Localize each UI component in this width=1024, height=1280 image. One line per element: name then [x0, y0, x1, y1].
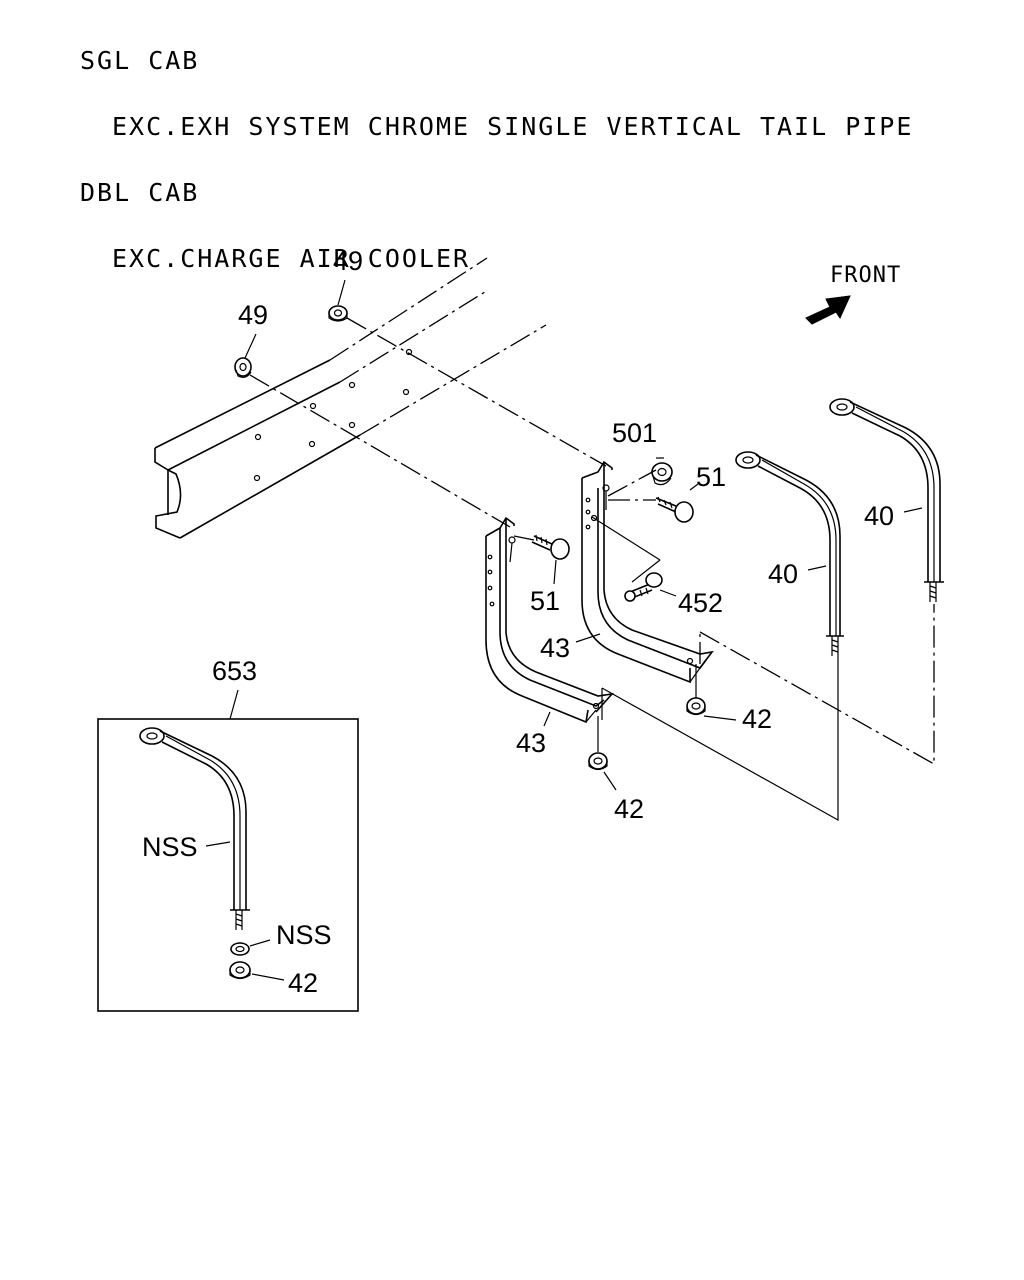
- inset-callout-42: 42: [288, 968, 318, 998]
- callout-42-lower: 42: [614, 794, 644, 824]
- nut-49-left: [234, 357, 252, 378]
- note-sgl-cab: SGL CAB: [80, 46, 200, 75]
- inset-callout-nss-2: NSS: [276, 920, 332, 950]
- bracket-43-upper: [581, 460, 714, 684]
- callout-43-lower: 43: [516, 728, 546, 758]
- nut-42-lower: [588, 752, 608, 771]
- inset-callout-nss-1: NSS: [142, 832, 198, 862]
- header-notes: SGL CAB EXC.EXH SYSTEM CHROME SINGLE VER…: [80, 6, 913, 292]
- callout-40-mid: 40: [768, 559, 798, 589]
- callout-452: 452: [678, 588, 723, 618]
- note-exc-exh: EXC.EXH SYSTEM CHROME SINGLE VERTICAL TA…: [112, 112, 914, 141]
- inset-ubolt: [139, 727, 250, 930]
- callout-49-left: 49: [238, 300, 268, 330]
- callout-501: 501: [612, 418, 657, 448]
- note-exc-charge: EXC.CHARGE AIR COOLER: [112, 244, 471, 273]
- front-arrow-icon: [805, 295, 851, 325]
- note-dbl-cab: DBL CAB: [80, 178, 200, 207]
- nut-49-top: [328, 305, 348, 322]
- callout-51-right: 51: [696, 462, 726, 492]
- callout-43-upper: 43: [540, 633, 570, 663]
- bracket-43-lower: [485, 516, 615, 724]
- callout-653: 653: [212, 656, 257, 686]
- inset-box: [97, 718, 359, 1012]
- callout-49-top: 49: [333, 246, 363, 276]
- inset-nut-42: [229, 961, 251, 980]
- front-label: FRONT: [830, 263, 901, 288]
- callout-42-right: 42: [742, 704, 772, 734]
- ubolt-40-right: [829, 398, 944, 602]
- nut-42-right: [686, 697, 706, 716]
- ubolt-40-mid: [735, 451, 844, 656]
- bolt-452: [624, 572, 663, 602]
- bolt-51-right: [655, 496, 694, 523]
- inset-washer: [230, 942, 250, 956]
- callout-51-left: 51: [530, 586, 560, 616]
- bolt-51-left: [531, 534, 570, 560]
- frame-rail: [154, 257, 547, 539]
- callout-40-right: 40: [864, 501, 894, 531]
- nut-501: [651, 462, 673, 486]
